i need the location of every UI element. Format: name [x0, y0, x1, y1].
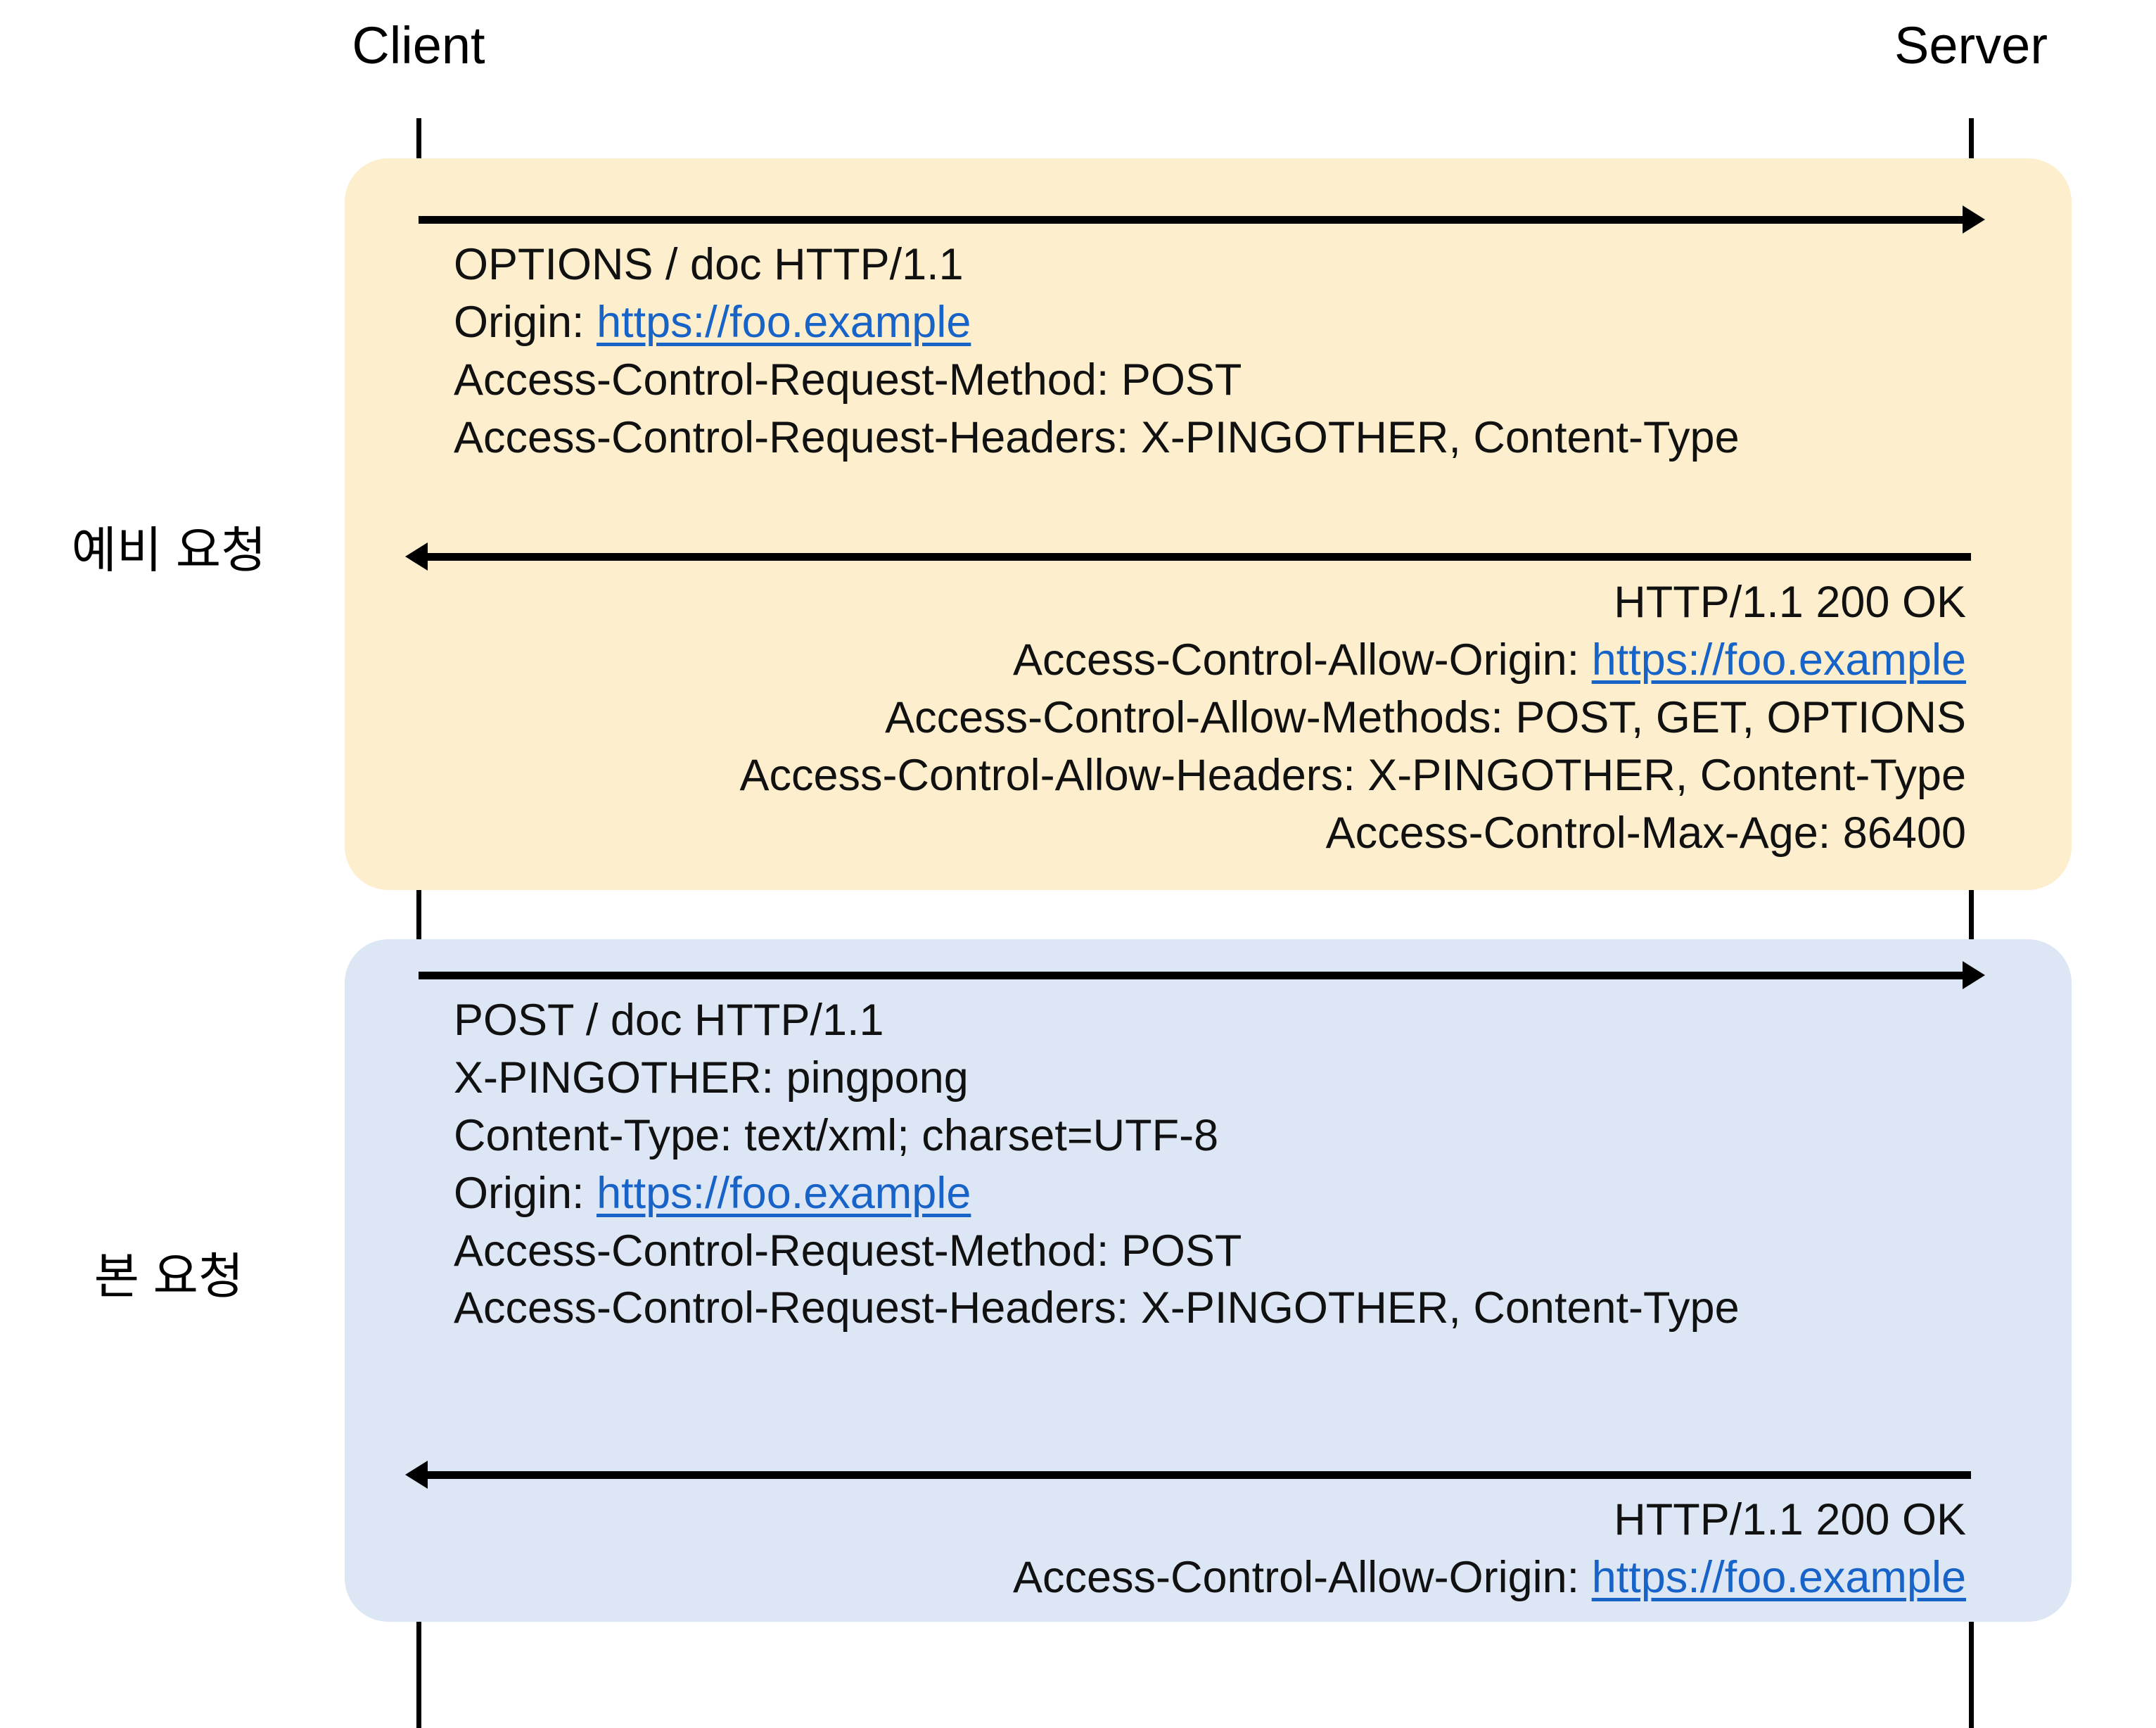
phase-band-actual — [345, 939, 2072, 1622]
arrow-preflight-response — [405, 542, 1971, 571]
message-line: Access-Control-Allow-Origin: https://foo… — [1012, 635, 1966, 685]
message-line: Access-Control-Allow-Methods: POST, GET,… — [885, 692, 1966, 742]
origin-link[interactable]: https://foo.example — [597, 297, 971, 347]
lifeline-server — [1969, 118, 1974, 1728]
message-line: Access-Control-Max-Age: 86400 — [1325, 808, 1966, 858]
message-line: Access-Control-Request-Method: POST — [454, 1226, 1242, 1276]
origin-link[interactable]: https://foo.example — [1591, 1552, 1966, 1602]
message-line: Access-Control-Allow-Origin: https://foo… — [1012, 1552, 1966, 1602]
message-line: Content-Type: text/xml; charset=UTF-8 — [454, 1110, 1219, 1160]
message-actual-response: HTTP/1.1 200 OK Access-Control-Allow-Orig… — [1013, 1492, 1966, 1607]
message-line: Access-Control-Request-Headers: X-PINGOT… — [454, 412, 1740, 462]
message-line: Access-Control-Request-Headers: X-PINGOT… — [454, 1283, 1740, 1333]
message-line: OPTIONS / doc HTTP/1.1 — [454, 240, 964, 289]
actor-label-client: Client — [352, 16, 485, 75]
message-line: Access-Control-Allow-Headers: X-PINGOTHE… — [739, 750, 1966, 800]
message-line: HTTP/1.1 200 OK — [1614, 578, 1966, 627]
actor-label-server: Server — [1894, 16, 2048, 75]
message-line: X-PINGOTHER: pingpong — [454, 1053, 969, 1103]
message-preflight-response: HTTP/1.1 200 OK Access-Control-Allow-Orig… — [739, 574, 1966, 862]
origin-link[interactable]: https://foo.example — [597, 1168, 971, 1218]
message-line: Access-Control-Request-Method: POST — [454, 355, 1242, 405]
phase-band-preflight — [345, 158, 2072, 890]
arrow-actual-request — [419, 961, 1985, 989]
origin-link[interactable]: https://foo.example — [1591, 635, 1966, 685]
phase-label-preflight: 예비 요청 — [71, 523, 267, 578]
lifeline-client — [416, 118, 421, 1728]
message-line: Origin: https://foo.example — [454, 1168, 971, 1218]
message-line: Origin: https://foo.example — [454, 297, 971, 347]
message-line: POST / doc HTTP/1.1 — [454, 996, 884, 1045]
phase-label-actual: 본 요청 — [94, 1249, 244, 1304]
arrow-preflight-request — [419, 205, 1985, 234]
arrow-actual-response — [405, 1461, 1971, 1489]
message-line: HTTP/1.1 200 OK — [1614, 1495, 1966, 1544]
